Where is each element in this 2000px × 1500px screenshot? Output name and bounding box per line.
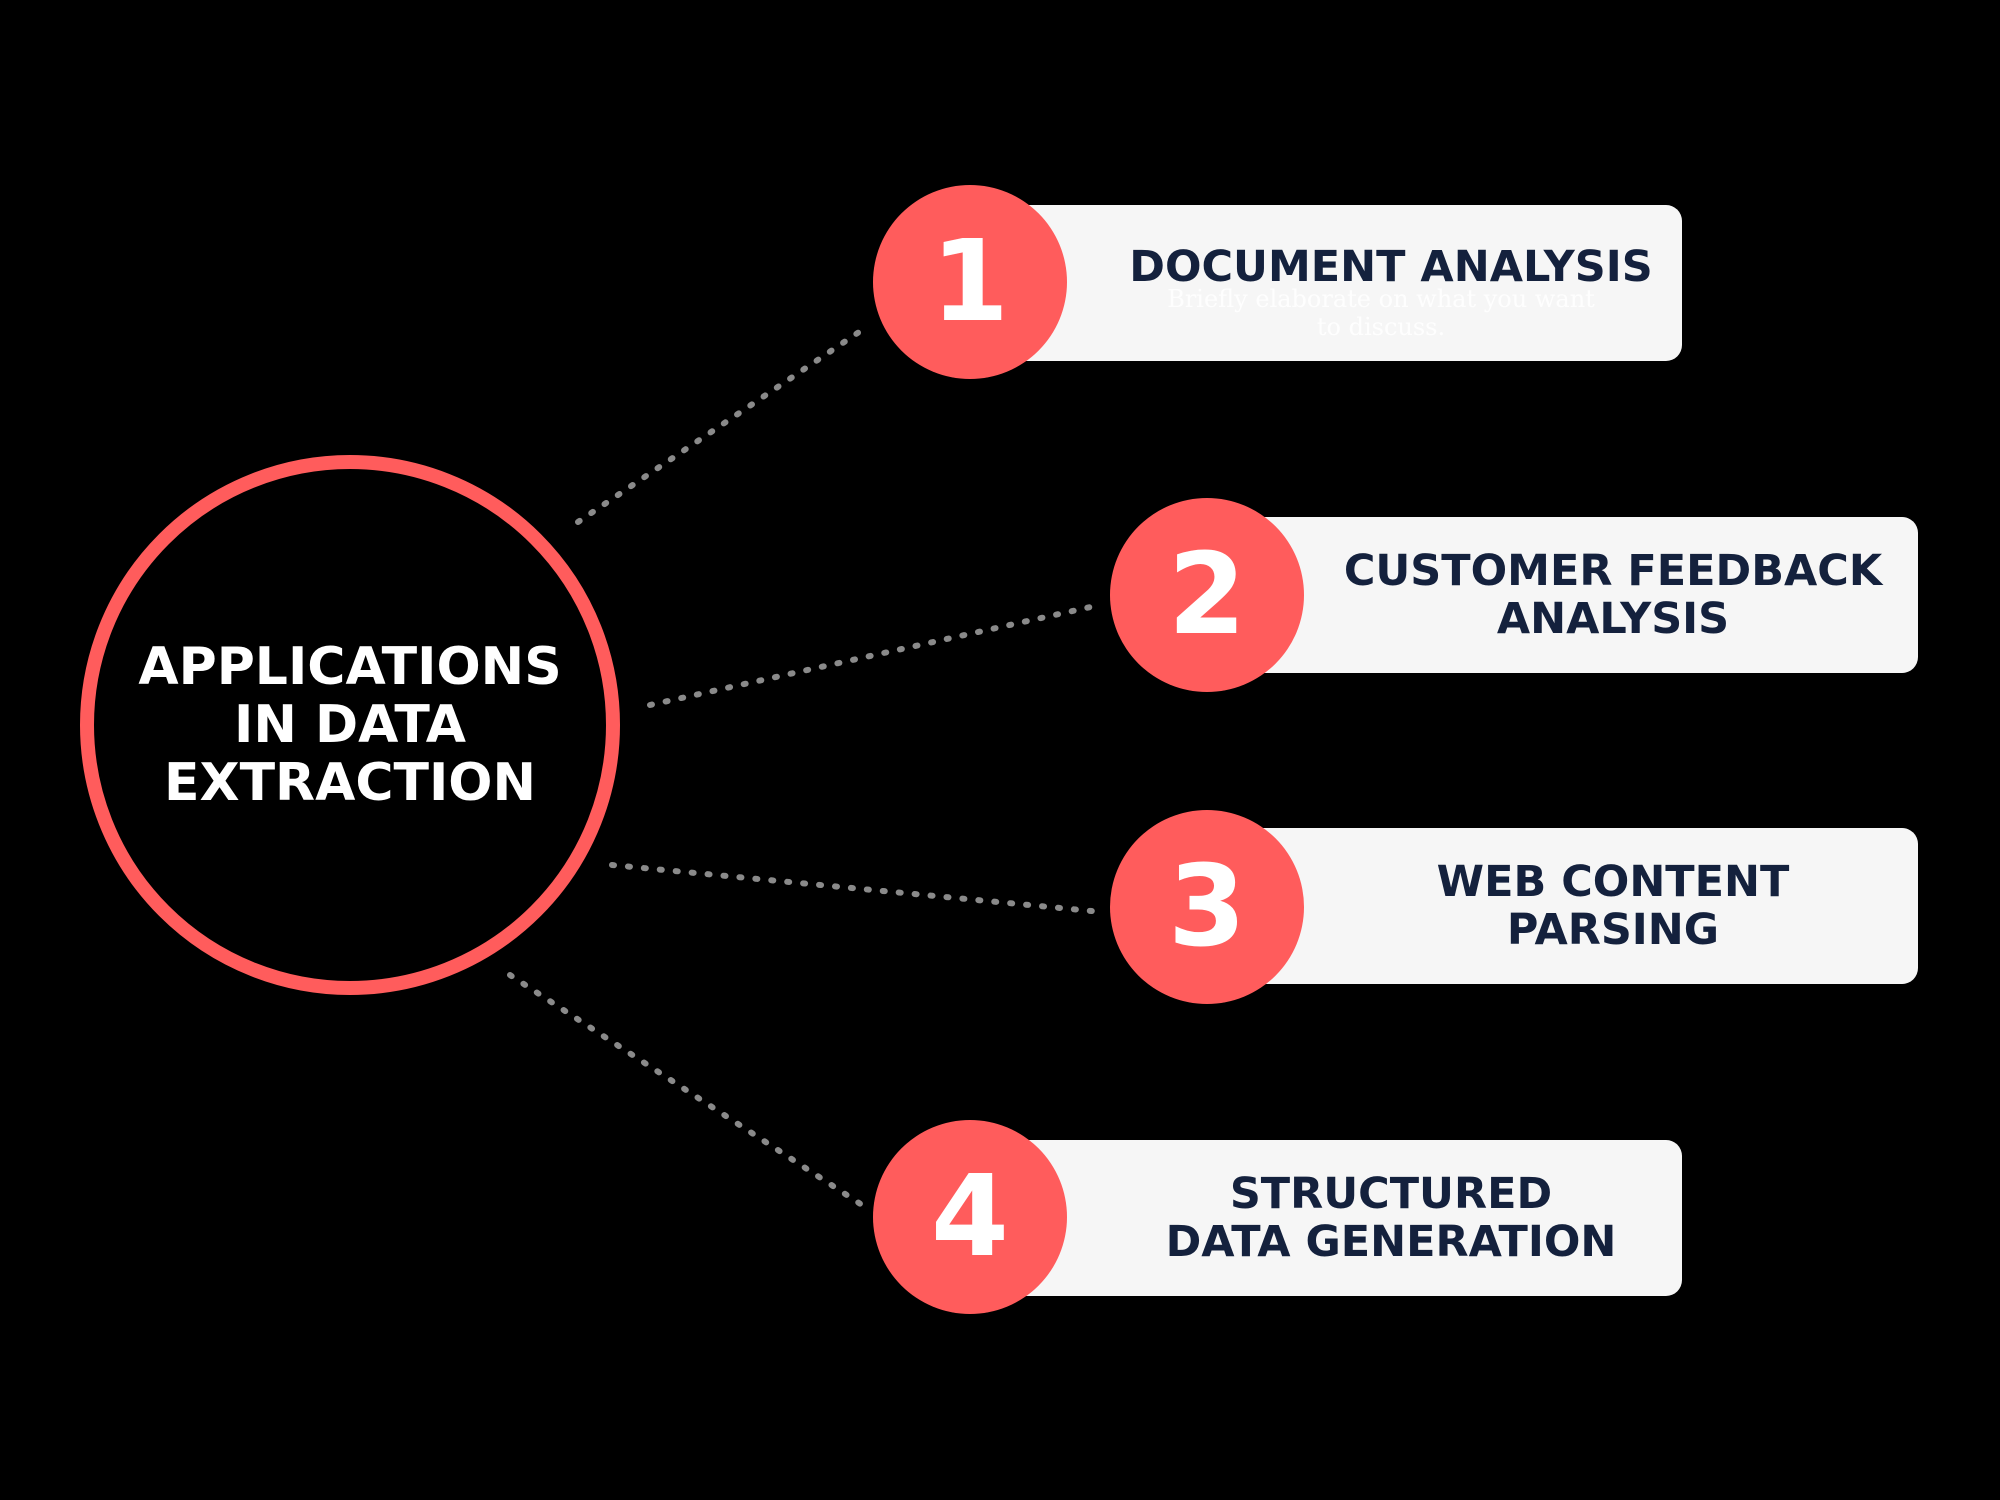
- number-text-4: 4: [931, 1152, 1009, 1282]
- item-title-2: CUSTOMER FEEDBACK ANALYSIS: [1343, 546, 1883, 644]
- number-badge-3: 3: [1110, 810, 1304, 1004]
- number-badge-4: 4: [873, 1120, 1067, 1314]
- item-title-4: STRUCTURED DATA GENERATION: [1165, 1169, 1617, 1267]
- connector-line-3: [609, 862, 1105, 915]
- item-card-1: DOCUMENT ANALYSIS Briefly elaborate on w…: [990, 205, 1682, 361]
- number-text-1: 1: [931, 217, 1009, 347]
- number-text-3: 3: [1168, 842, 1246, 972]
- number-text-2: 2: [1168, 530, 1246, 660]
- connector-line-2: [647, 603, 1098, 708]
- item-subtitle-1: Briefly elaborate on what you want to di…: [1167, 285, 1595, 341]
- central-hub-circle: APPLICATIONS IN DATA EXTRACTION: [80, 455, 620, 995]
- number-badge-1: 1: [873, 185, 1067, 379]
- connector-line-4: [507, 972, 865, 1208]
- connector-line-1: [575, 327, 865, 525]
- item-card-2: CUSTOMER FEEDBACK ANALYSIS: [1228, 517, 1918, 673]
- item-title-3: WEB CONTENT PARSING: [1436, 857, 1790, 955]
- item-card-4: STRUCTURED DATA GENERATION: [990, 1140, 1682, 1296]
- item-card-3: WEB CONTENT PARSING: [1228, 828, 1918, 984]
- hub-title: APPLICATIONS IN DATA EXTRACTION: [138, 637, 562, 813]
- number-badge-2: 2: [1110, 498, 1304, 692]
- item-title-1: DOCUMENT ANALYSIS: [1129, 242, 1653, 292]
